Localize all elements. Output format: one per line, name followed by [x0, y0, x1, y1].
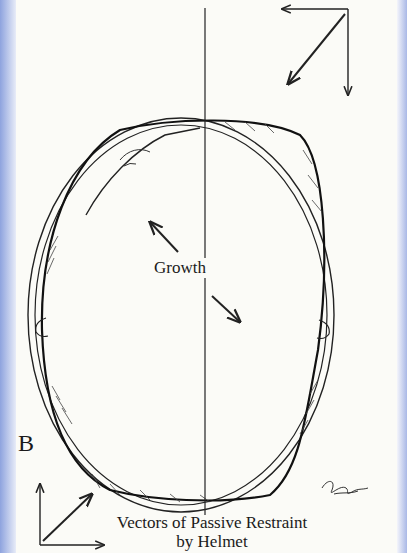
signature	[322, 481, 368, 494]
helmet-inner	[35, 125, 327, 505]
head-outline	[42, 120, 324, 500]
slide-edge	[397, 0, 407, 553]
slide-edge	[0, 0, 16, 553]
face-detail	[120, 150, 150, 166]
hatching	[47, 122, 322, 502]
ear	[36, 318, 48, 337]
restraint-vectors	[40, 484, 104, 545]
figure-caption: Vectors of Passive Restraint by Helmet	[112, 513, 312, 551]
helmet-outer	[28, 118, 334, 512]
restraint-vectors	[282, 9, 348, 95]
ear	[317, 320, 329, 339]
flattened-region	[86, 128, 200, 215]
figure-letter: B	[18, 430, 34, 457]
growth-arrow	[212, 296, 240, 322]
growth-label: Growth	[152, 258, 208, 278]
growth-arrow	[150, 222, 178, 252]
